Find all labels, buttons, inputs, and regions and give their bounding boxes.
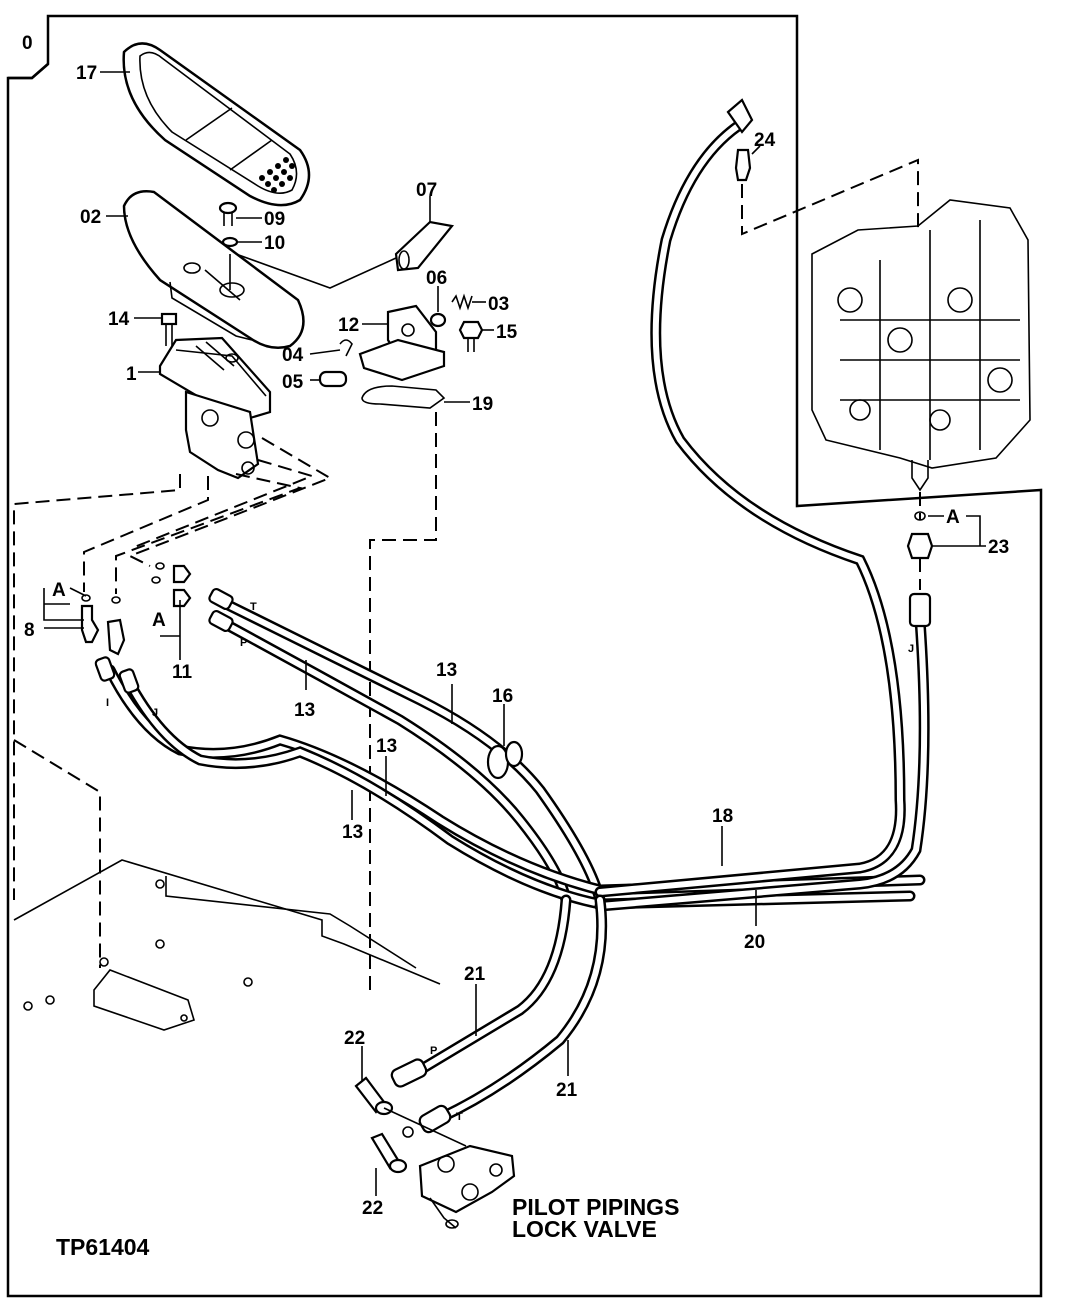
callout-12: 12 bbox=[338, 315, 359, 336]
screw-09 bbox=[218, 201, 238, 226]
callout-23: 23 bbox=[988, 537, 1009, 558]
spring-pin-04 bbox=[339, 339, 353, 357]
leader-24-dash bbox=[741, 158, 919, 236]
o-ring bbox=[155, 562, 165, 570]
leader-24 bbox=[751, 145, 761, 155]
leader-pilot-dash-4 bbox=[127, 437, 333, 567]
hose-13-lower bbox=[104, 664, 926, 910]
callout-20: 20 bbox=[744, 932, 765, 953]
o-ring bbox=[151, 576, 161, 584]
fitting-23 bbox=[906, 511, 934, 628]
fitting-24 bbox=[726, 98, 754, 182]
callout-03: 03 bbox=[488, 294, 509, 315]
callout-02: 02 bbox=[80, 207, 101, 228]
bolt-15 bbox=[458, 320, 484, 352]
pilot-valve-body bbox=[158, 336, 272, 480]
callout-1: 1 bbox=[126, 364, 137, 385]
callout-04: 04 bbox=[282, 345, 304, 366]
clamp-16 bbox=[486, 740, 524, 780]
fitting-8 bbox=[80, 604, 126, 656]
callout-21-lower: 21 bbox=[556, 1080, 578, 1101]
callout-24: 24 bbox=[754, 130, 776, 151]
callout-22-lower: 22 bbox=[362, 1198, 383, 1219]
hose-21 bbox=[414, 894, 608, 1124]
o-ring bbox=[111, 596, 121, 604]
leader-a-23 bbox=[928, 515, 986, 547]
port-mark-i: I bbox=[106, 697, 109, 709]
hose-end-21-t bbox=[418, 1104, 452, 1134]
callout-13-b: 13 bbox=[294, 700, 315, 721]
callout-13-c: 13 bbox=[376, 736, 397, 757]
control-valve-assembly bbox=[811, 199, 1031, 492]
pedal-tread-dots bbox=[259, 157, 295, 193]
pedal-cover bbox=[122, 42, 311, 207]
callout-16: 16 bbox=[492, 686, 513, 707]
screw-14 bbox=[160, 312, 178, 346]
leader-04 bbox=[309, 349, 341, 355]
caption-line-1: PILOT PIPINGS bbox=[512, 1194, 679, 1220]
callout-a-11: A bbox=[152, 610, 166, 631]
hose-18 bbox=[594, 120, 906, 898]
leader-pedal-link bbox=[235, 253, 397, 289]
fitting-11 bbox=[172, 564, 192, 608]
callout-07: 07 bbox=[416, 180, 437, 201]
callout-17: 17 bbox=[76, 63, 97, 84]
callout-13-d: 13 bbox=[342, 822, 363, 843]
fitting-22-lower bbox=[370, 1126, 414, 1174]
callout-a-23: A bbox=[946, 507, 960, 528]
hose-end-j bbox=[118, 668, 140, 694]
callout-19: 19 bbox=[472, 394, 493, 415]
hose-13-upper bbox=[212, 594, 606, 906]
caption-line-2: LOCK VALVE bbox=[512, 1216, 657, 1242]
hose-20 bbox=[594, 614, 930, 912]
pedal bbox=[122, 190, 305, 349]
callout-14: 14 bbox=[108, 309, 130, 330]
leader-floor-dash bbox=[13, 739, 101, 968]
clip-19 bbox=[361, 385, 446, 409]
bracket-07 bbox=[394, 208, 455, 272]
callout-15: 15 bbox=[496, 322, 518, 343]
leader-pilot-dash-5 bbox=[131, 459, 316, 549]
floor-plate bbox=[13, 859, 441, 1031]
hose-end-21-p bbox=[390, 1058, 428, 1088]
leader-pilot-dash-3 bbox=[115, 473, 304, 594]
leader-a-8 bbox=[43, 587, 87, 621]
leader-pilot-dash-2 bbox=[83, 476, 209, 592]
callout-21-upper: 21 bbox=[464, 964, 486, 985]
port-mark-p: P bbox=[240, 637, 247, 649]
callout-05: 05 bbox=[282, 372, 304, 393]
collar-06 bbox=[429, 312, 447, 328]
o-ring bbox=[81, 594, 91, 602]
leader-pilot-dash-1 bbox=[13, 474, 181, 900]
callout-09: 09 bbox=[264, 209, 285, 230]
port-mark-p-lock: P bbox=[430, 1045, 437, 1057]
figure-id: TP61404 bbox=[56, 1234, 150, 1260]
lock-valve bbox=[418, 1144, 516, 1229]
leader-a-11 bbox=[160, 600, 181, 660]
port-mark-j-right: J bbox=[908, 643, 914, 655]
callout-06: 06 bbox=[426, 268, 447, 289]
callout-18: 18 bbox=[712, 806, 733, 827]
callout-13-a: 13 bbox=[436, 660, 457, 681]
washer-10 bbox=[221, 236, 239, 248]
spring-03 bbox=[451, 293, 473, 311]
corner-notch bbox=[8, 63, 49, 80]
callout-10: 10 bbox=[264, 233, 285, 254]
callout-a-8: A bbox=[52, 580, 66, 601]
hose-end-t bbox=[208, 587, 234, 611]
hose-end-i bbox=[94, 656, 116, 682]
bracket-12 bbox=[358, 304, 446, 382]
callout-22-upper: 22 bbox=[344, 1028, 365, 1049]
callout-11: 11 bbox=[172, 662, 193, 683]
port-mark-t-lock: T bbox=[456, 1111, 463, 1123]
hose-end-p bbox=[208, 609, 234, 633]
corner-mark: 0 bbox=[22, 33, 33, 54]
port-mark-t: T bbox=[250, 601, 257, 613]
leader-bracket-dash bbox=[369, 412, 437, 990]
port-mark-j: J bbox=[152, 707, 158, 719]
pin-05 bbox=[318, 370, 348, 388]
callout-8: 8 bbox=[24, 620, 35, 641]
